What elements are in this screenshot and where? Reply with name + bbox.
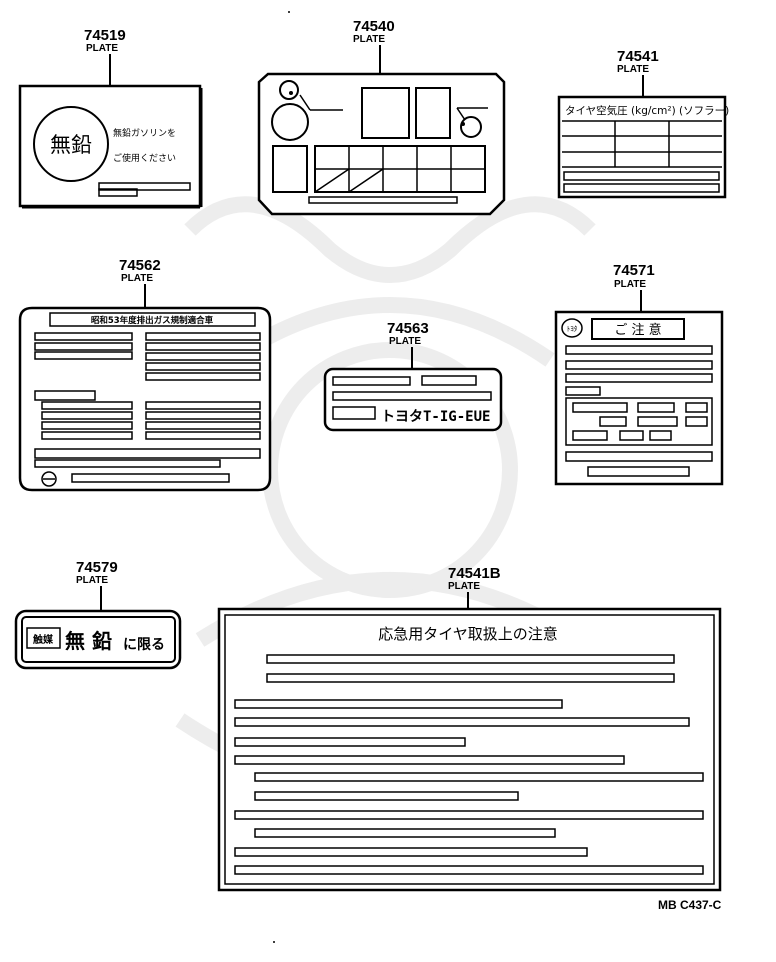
engine-code: トヨタT-IG-EUE	[381, 409, 490, 425]
table-header: タイヤ空気圧 (kg/cm²) (ソフラー)	[565, 104, 729, 117]
part-label: PLATE	[448, 581, 480, 592]
only-text: に限る	[123, 637, 165, 653]
part-label: PLATE	[389, 336, 421, 347]
part-label: PLATE	[353, 34, 385, 45]
part-74563: 74563 PLATE トヨタT-IG-EUE	[323, 320, 503, 432]
circle-text: 無鉛	[50, 133, 92, 157]
part-label: PLATE	[86, 43, 118, 54]
emblem-icon	[561, 318, 583, 338]
part-number: 74541	[617, 48, 659, 65]
part-number: 74563	[387, 320, 429, 337]
part-label: PLATE	[121, 273, 153, 284]
part-74541: 74541 PLATE タイヤ空気圧 (kg/cm²) (ソフラー)	[557, 48, 729, 199]
part-number: 74571	[613, 262, 655, 279]
part-number: 74540	[353, 18, 395, 35]
part-number: 74562	[119, 257, 161, 274]
plate-outline	[18, 306, 272, 492]
plate-outline	[257, 72, 506, 216]
part-74540: 74540 PLATE	[257, 18, 506, 216]
unleaded-text: 無 鉛	[65, 629, 112, 653]
text-line-1: 無鉛ガソリンを	[113, 127, 176, 139]
emblem-text: ﾄﾖﾀ	[567, 325, 578, 333]
part-74571: 74571 PLATE ﾄﾖﾀ ご 注 意	[554, 262, 724, 486]
part-number: 74519	[84, 27, 126, 44]
text-line-2: ご使用ください	[113, 152, 176, 164]
part-label: PLATE	[617, 64, 649, 75]
part-label: PLATE	[76, 575, 108, 586]
emblem-icon	[41, 471, 57, 487]
part-74579: 74579 PLATE 触媒 無 鉛 に限る	[14, 559, 182, 670]
plate-outline	[14, 609, 182, 670]
part-74541B: 74541B PLATE 応急用タイヤ取扱上の注意	[217, 565, 722, 892]
catalyst-badge: 触媒	[32, 633, 54, 646]
part-74562: 74562 PLATE 昭和53年度排出ガス規制適合車	[18, 257, 272, 492]
plate-outline	[217, 607, 722, 892]
plate-title: 応急用タイヤ取扱上の注意	[378, 625, 558, 643]
part-number: 74579	[76, 559, 118, 576]
unleaded-circle	[33, 106, 109, 182]
part-number: 74541B	[448, 565, 501, 582]
part-label: PLATE	[614, 279, 646, 290]
scan-speck	[273, 941, 275, 943]
scan-speck	[288, 11, 290, 13]
plate-title: 昭和53年度排出ガス規制適合車	[91, 315, 214, 326]
part-74519: 74519 PLATE 無鉛 無鉛ガソリンを ご使用ください	[18, 27, 203, 209]
plate-title: ご 注 意	[614, 322, 661, 338]
reference-code: MB C437-C	[658, 898, 722, 912]
